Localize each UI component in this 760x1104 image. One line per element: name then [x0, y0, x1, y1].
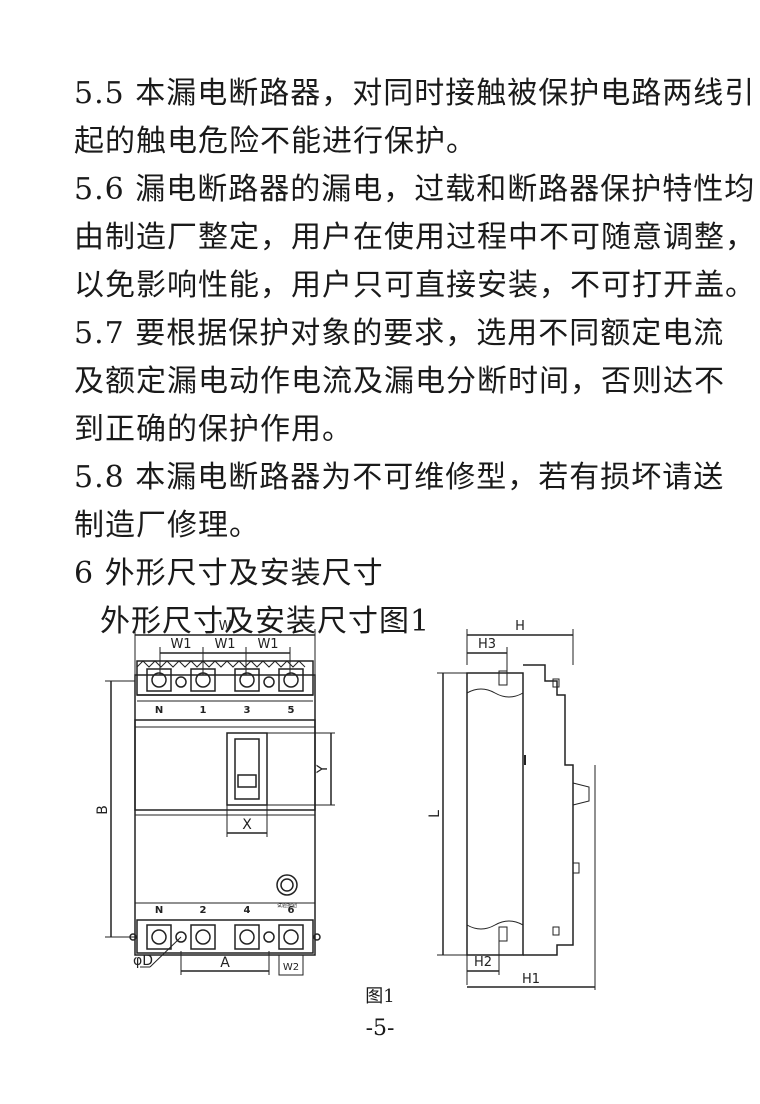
- label-y: Y: [315, 764, 331, 774]
- label-w1-b: W1: [214, 637, 235, 652]
- label-bot-4: 4: [244, 905, 251, 916]
- dimension-drawing: W W1 W1 W1 N 1 3 5 N 2 4 6 试验按钮 B Y X φD…: [95, 619, 596, 990]
- para-5-6-line-1: 5.6 漏电断路器的漏电，过载和断路器保护特性均: [74, 172, 756, 207]
- para-5-8-line-2: 制造厂修理。: [74, 508, 260, 543]
- label-h3: H3: [478, 637, 496, 652]
- label-bot-6: 6: [288, 905, 295, 916]
- para-5-6-line-3: 以免影响性能，用户只可直接安装，不可打开盖。: [74, 268, 756, 303]
- para-5-7-line-3: 到正确的保护作用。: [74, 412, 353, 447]
- figure-title: 外形尺寸及安装尺寸图1: [100, 604, 431, 639]
- para-5-5-line-2: 起的触电危险不能进行保护。: [74, 124, 477, 159]
- label-l: L: [427, 810, 443, 818]
- para-5-6-line-2: 由制造厂整定，用户在使用过程中不可随意调整，: [74, 220, 756, 255]
- label-w1-a: W1: [170, 637, 191, 652]
- figure-caption: 图1: [365, 986, 395, 1007]
- label-h2: H2: [474, 955, 492, 970]
- para-5-8-line-1: 5.8 本漏电断路器为不可维修型，若有损坏请送: [74, 460, 725, 495]
- page-number: -5-: [365, 1016, 395, 1041]
- label-top-3: 3: [244, 705, 251, 716]
- section-6-heading: 6 外形尺寸及安装尺寸: [74, 556, 384, 591]
- label-bot-2: 2: [200, 905, 207, 916]
- label-bot-n: N: [155, 905, 163, 916]
- label-h1: H1: [522, 972, 540, 987]
- label-w2: W2: [283, 962, 299, 973]
- para-5-7-line-2: 及额定漏电动作电流及漏电分断时间，否则达不: [74, 364, 725, 399]
- label-test-button: 试验按钮: [277, 902, 297, 909]
- label-x: X: [242, 817, 252, 833]
- para-5-7-line-1: 5.7 要根据保护对象的要求，选用不同额定电流: [74, 316, 725, 351]
- label-top-5: 5: [288, 705, 295, 716]
- label-a: A: [220, 955, 230, 971]
- label-phi-d: φD: [133, 953, 153, 969]
- label-w1-c: W1: [257, 637, 278, 652]
- label-top-1: 1: [200, 705, 207, 716]
- label-b: B: [95, 805, 111, 815]
- label-top-n: N: [155, 705, 163, 716]
- label-w: W: [219, 619, 232, 634]
- para-5-5-line-1: 5.5 本漏电断路器，对同时接触被保护电路两线引: [74, 76, 756, 111]
- label-h: H: [515, 619, 525, 634]
